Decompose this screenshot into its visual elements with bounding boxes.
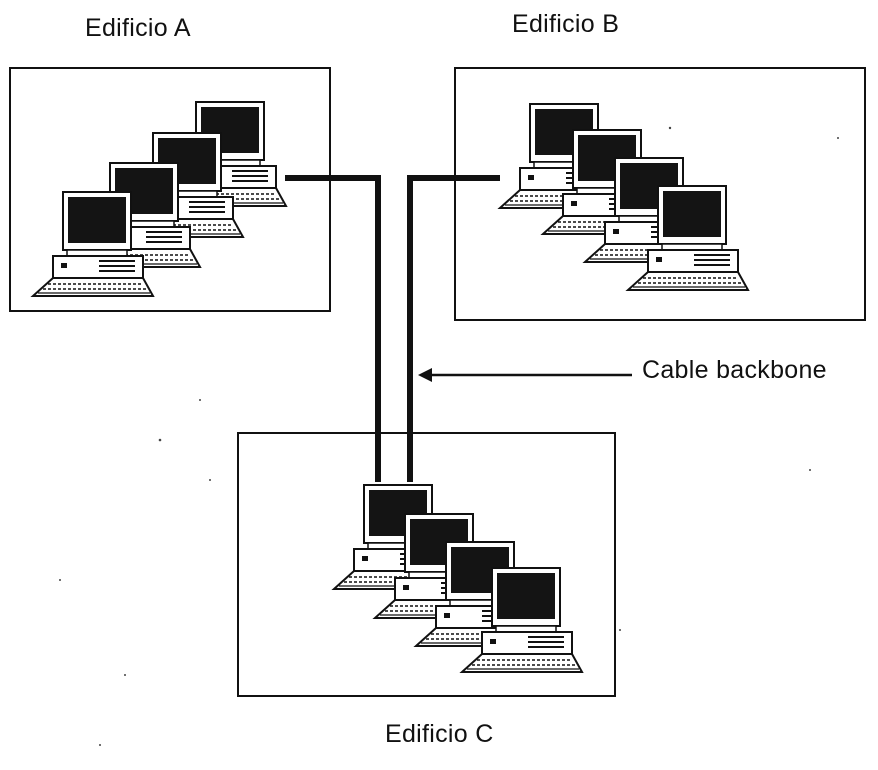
building-c-frame [237, 432, 616, 697]
backbone-pointer-arrow [418, 368, 632, 382]
cable-a-to-c [285, 175, 381, 482]
building-c-label: Edificio C [385, 720, 494, 748]
building-b-frame [454, 67, 866, 321]
building-b-label: Edificio B [512, 10, 620, 38]
cable-b-to-c [407, 175, 500, 482]
building-a-frame [9, 67, 331, 312]
building-a [9, 67, 331, 312]
scan-specks [59, 126, 839, 746]
building-b [454, 67, 866, 321]
building-a-label: Edificio A [85, 14, 191, 42]
backbone-label: Cable backbone [642, 356, 827, 384]
building-c [237, 432, 616, 697]
backbone-cables [285, 175, 500, 482]
